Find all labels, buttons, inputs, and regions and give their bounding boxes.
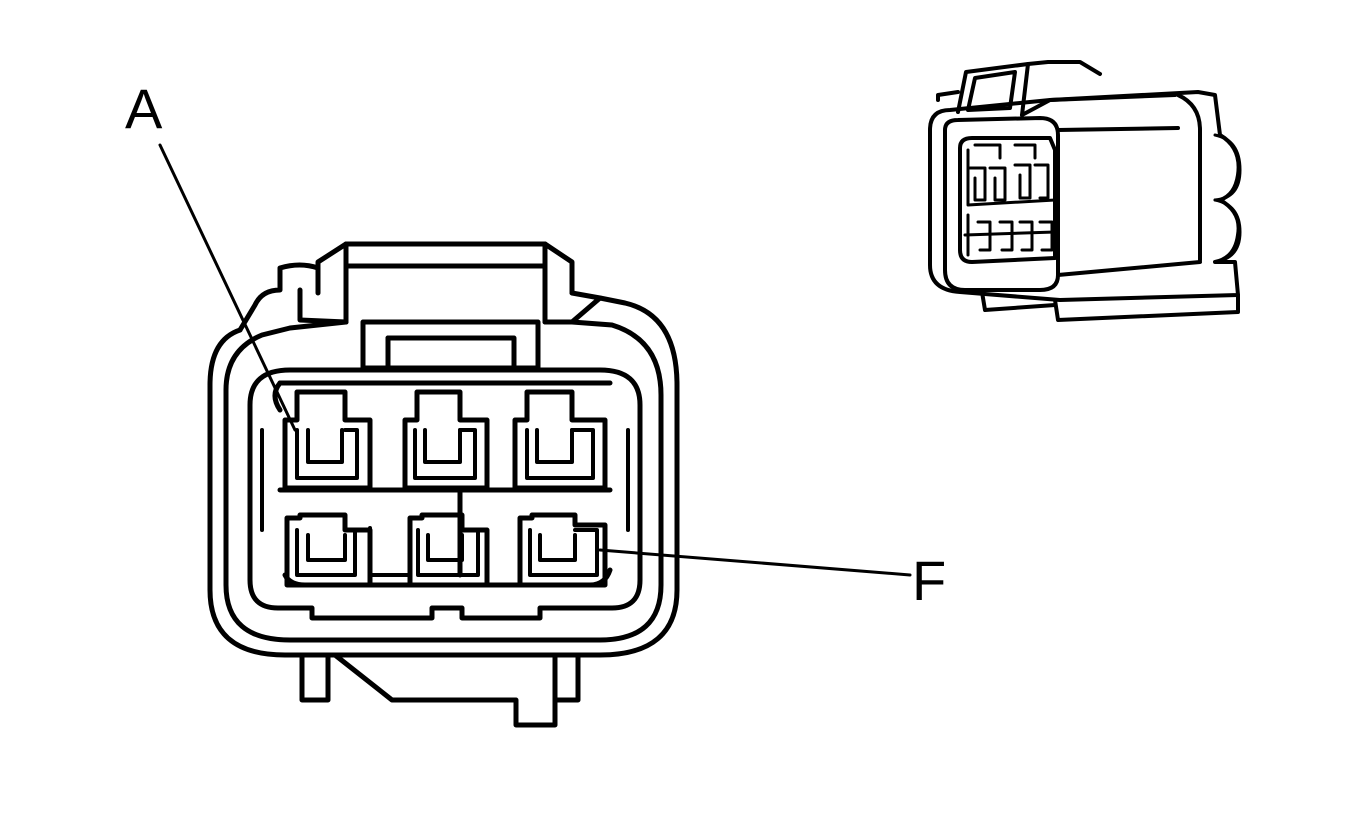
terminal-cavity-b — [402, 389, 490, 491]
terminal-cavity-a — [282, 389, 373, 491]
connector-housing — [207, 262, 680, 658]
connector-isometric-view — [928, 60, 1242, 322]
callout-label-a: A — [125, 77, 163, 140]
leader-line-a — [158, 143, 297, 432]
connector-latch — [315, 241, 575, 371]
cavity-row-top — [282, 389, 608, 491]
terminal-cavity-f — [517, 512, 608, 588]
terminal-cavity-c — [512, 389, 608, 491]
callout-label-f: F — [912, 549, 946, 612]
cavity-row-bottom — [284, 512, 608, 588]
terminal-cavity-e — [407, 512, 490, 588]
cavity-divider — [272, 380, 613, 588]
callout-leaders — [158, 143, 912, 577]
leader-line-f — [598, 548, 912, 577]
terminal-cavity-d — [284, 512, 373, 588]
connector-bottom-keys — [299, 652, 581, 728]
connector-face-view — [207, 241, 680, 728]
